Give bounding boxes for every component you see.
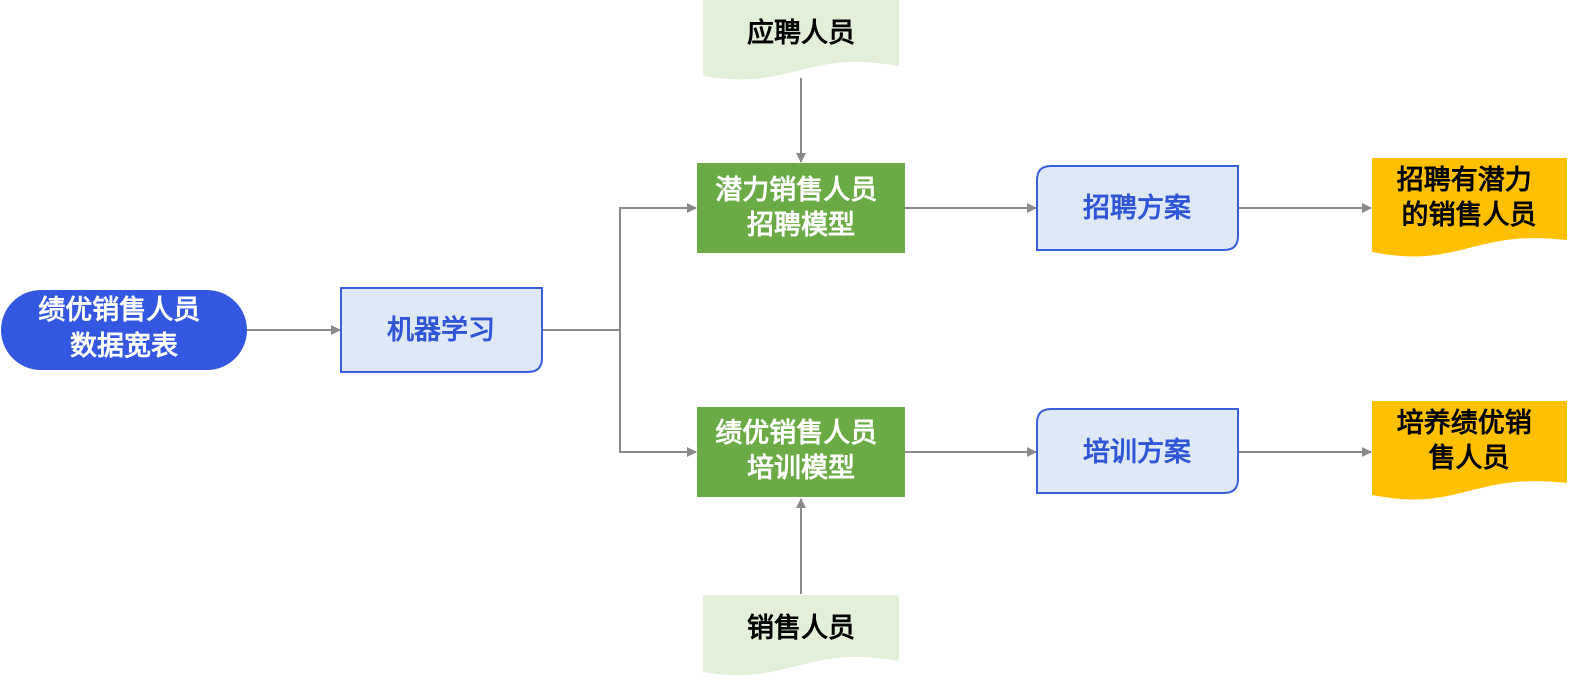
svg-text:培训方案: 培训方案	[1083, 436, 1192, 468]
train-plan-label: 培训方案	[1083, 436, 1192, 468]
node-source-data-table: 绩优销售人员 数据宽表	[1, 290, 247, 370]
train-output-line-2: 售人员	[1429, 442, 1510, 474]
arrow-ml-to-train-model	[619, 330, 697, 457]
arrow-ml-to-recruit-model	[619, 203, 697, 330]
train-model-line-1: 绩优销售人员	[715, 417, 877, 449]
node-training-plan: 培训方案	[1036, 408, 1239, 494]
salespeople-label: 销售人员	[747, 612, 855, 644]
svg-text:招聘方案: 招聘方案	[1083, 192, 1192, 224]
node-salespeople-document: 销售人员	[703, 595, 899, 676]
svg-text:招聘有潜力 的销售人员: 招聘有潜力 的销售人员	[1397, 165, 1541, 231]
svg-text:培养绩优销 售人员: 培养绩优销 售人员	[1397, 407, 1541, 474]
svg-text:潜力销售人员 招聘模型: 潜力销售人员 招聘模型	[715, 174, 886, 241]
ml-label: 机器学习	[387, 314, 495, 346]
train-model-line-2: 培训模型	[747, 453, 855, 484]
recruit-output-line-1: 招聘有潜力	[1397, 165, 1532, 196]
svg-text:应聘人员: 应聘人员	[747, 17, 855, 49]
recruit-plan-label: 招聘方案	[1083, 192, 1192, 224]
recruit-model-line-1: 潜力销售人员	[715, 174, 877, 206]
svg-text:销售人员: 销售人员	[747, 612, 855, 644]
recruit-model-line-2: 招聘模型	[747, 210, 855, 241]
node-training-model: 绩优销售人员 培训模型	[697, 407, 905, 497]
node-training-output-document: 培养绩优销 售人员	[1372, 401, 1567, 500]
node-recruitment-model: 潜力销售人员 招聘模型	[697, 163, 905, 253]
recruit-output-line-2: 的销售人员	[1402, 199, 1537, 231]
svg-text:机器学习: 机器学习	[387, 314, 495, 346]
svg-text:绩优销售人员 培训模型: 绩优销售人员 培训模型	[715, 417, 886, 484]
node-recruitment-output-document: 招聘有潜力 的销售人员	[1372, 158, 1567, 257]
svg-text:绩优销售人员 数据宽表: 绩优销售人员 数据宽表	[38, 294, 209, 362]
node-machine-learning: 机器学习	[340, 287, 543, 373]
source-line-2: 数据宽表	[70, 330, 178, 362]
node-recruitment-plan: 招聘方案	[1036, 165, 1239, 251]
connectors	[247, 78, 1372, 594]
applicants-label: 应聘人员	[747, 17, 855, 49]
node-applicants-document: 应聘人员	[703, 0, 899, 80]
source-line-1: 绩优销售人员	[38, 294, 200, 326]
train-output-line-1: 培养绩优销	[1397, 407, 1532, 439]
